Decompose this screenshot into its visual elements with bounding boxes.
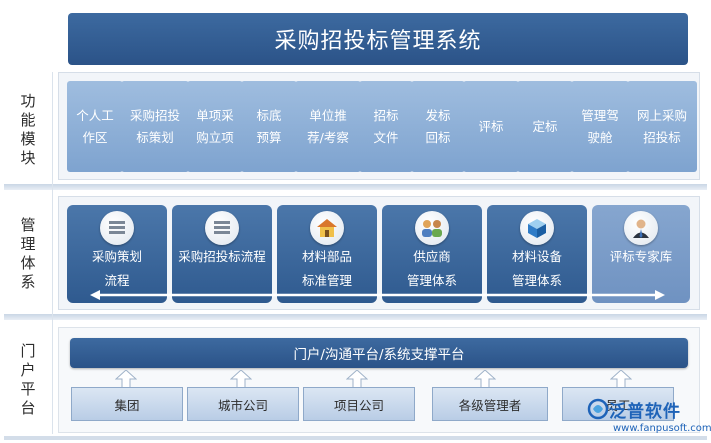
- expert-person-icon: [624, 211, 658, 245]
- mgmt-bidding-flow[interactable]: 采购招投标流程: [172, 205, 272, 303]
- module-project-initiation[interactable]: 单项采购立项: [187, 81, 243, 172]
- vertical-divider: [52, 72, 53, 434]
- mgmt-label: 材料设备管理体系: [511, 249, 562, 288]
- brand-watermark: 泛普软件 www.fanpusoft.com: [585, 396, 711, 442]
- org-group[interactable]: 集团: [71, 387, 183, 421]
- module-bid-documents[interactable]: 招标文件: [359, 81, 413, 172]
- module-procurement-planning[interactable]: 采购招投标策划: [121, 81, 189, 172]
- module-bid-award[interactable]: 定标: [517, 81, 573, 172]
- org-employees[interactable]: 员工: [562, 387, 674, 421]
- system-title: 采购招投标管理系统: [68, 13, 688, 65]
- up-arrow-icon: [115, 370, 137, 388]
- section-char: 模: [20, 130, 36, 148]
- up-arrow-icon: [346, 370, 368, 388]
- section-divider: [4, 314, 707, 320]
- module-unit-recommend[interactable]: 单位推荐/考察: [295, 81, 361, 172]
- org-managers[interactable]: 各级管理者: [432, 387, 548, 421]
- module-label: 个人工作区: [76, 107, 114, 145]
- module-management-cockpit[interactable]: 管理驾驶舱: [571, 81, 629, 172]
- section-char: 功: [20, 92, 36, 110]
- up-arrow-icon: [474, 370, 496, 388]
- module-label: 网上采购招投标: [636, 107, 687, 145]
- section-char: 能: [20, 111, 36, 129]
- section-divider: [4, 184, 707, 190]
- up-arrow-icon: [610, 370, 632, 388]
- mgmt-label: 采购策划流程: [91, 249, 142, 288]
- module-label: 发标回标: [425, 107, 451, 145]
- module-bid-evaluation[interactable]: 评标: [463, 81, 519, 172]
- brand-name: 泛普软件: [609, 402, 681, 422]
- people-group-icon: [415, 211, 449, 245]
- section-label-management: 管 理 体 系: [6, 198, 50, 310]
- module-label: 标底预算: [256, 107, 282, 145]
- mgmt-label: 供应商管理体系: [406, 249, 457, 288]
- up-arrow-icon: [230, 370, 252, 388]
- module-label: 单位推荐/考察: [307, 107, 349, 145]
- section-char: 系: [20, 273, 36, 291]
- module-label: 单项采购立项: [196, 107, 234, 145]
- module-label: 管理驾驶舱: [581, 107, 619, 145]
- org-city-company[interactable]: 城市公司: [187, 387, 299, 421]
- module-label: 评标: [478, 118, 504, 134]
- mgmt-procurement-planning-flow[interactable]: 采购策划流程: [67, 205, 167, 303]
- section-char: 管: [20, 216, 36, 234]
- section-char: 平: [20, 380, 36, 398]
- module-label: 招标文件: [373, 107, 399, 145]
- bottom-divider: [4, 436, 707, 440]
- module-bid-budget[interactable]: 标底预算: [241, 81, 297, 172]
- module-label: 定标: [532, 118, 558, 134]
- mgmt-label: 采购招投标流程: [178, 249, 266, 264]
- document-stack-icon: [100, 211, 134, 245]
- mgmt-label: 评标专家库: [609, 249, 673, 264]
- section-char: 块: [20, 149, 36, 167]
- mgmt-supplier-system[interactable]: 供应商管理体系: [382, 205, 482, 303]
- module-label: 采购招投标策划: [129, 107, 180, 145]
- house-icon: [310, 211, 344, 245]
- portal-platform-bar: 门户/沟通平台/系统支撑平台: [70, 338, 688, 368]
- module-personal-workspace[interactable]: 个人工作区: [67, 81, 123, 172]
- section-char: 台: [20, 399, 36, 417]
- cube-icon: [520, 211, 554, 245]
- brand-url: www.fanpusoft.com: [613, 423, 711, 434]
- brand-logo-icon: [587, 398, 609, 420]
- module-bid-issue-return[interactable]: 发标回标: [411, 81, 465, 172]
- section-char: 体: [20, 254, 36, 272]
- mgmt-material-standards[interactable]: 材料部品标准管理: [277, 205, 377, 303]
- module-online-bidding[interactable]: 网上采购招投标: [627, 81, 697, 172]
- double-arrow-connector: [90, 290, 665, 300]
- section-label-function: 功 能 模 块: [6, 78, 50, 182]
- org-project-company[interactable]: 项目公司: [303, 387, 415, 421]
- section-char: 户: [20, 361, 36, 379]
- mgmt-material-equipment[interactable]: 材料设备管理体系: [487, 205, 587, 303]
- mgmt-label: 材料部品标准管理: [301, 249, 352, 288]
- section-label-portal: 门 户 平 台: [6, 328, 50, 432]
- document-stack-icon: [205, 211, 239, 245]
- section-char: 门: [20, 342, 36, 360]
- mgmt-expert-library[interactable]: 评标专家库: [592, 205, 690, 303]
- section-char: 理: [20, 235, 36, 253]
